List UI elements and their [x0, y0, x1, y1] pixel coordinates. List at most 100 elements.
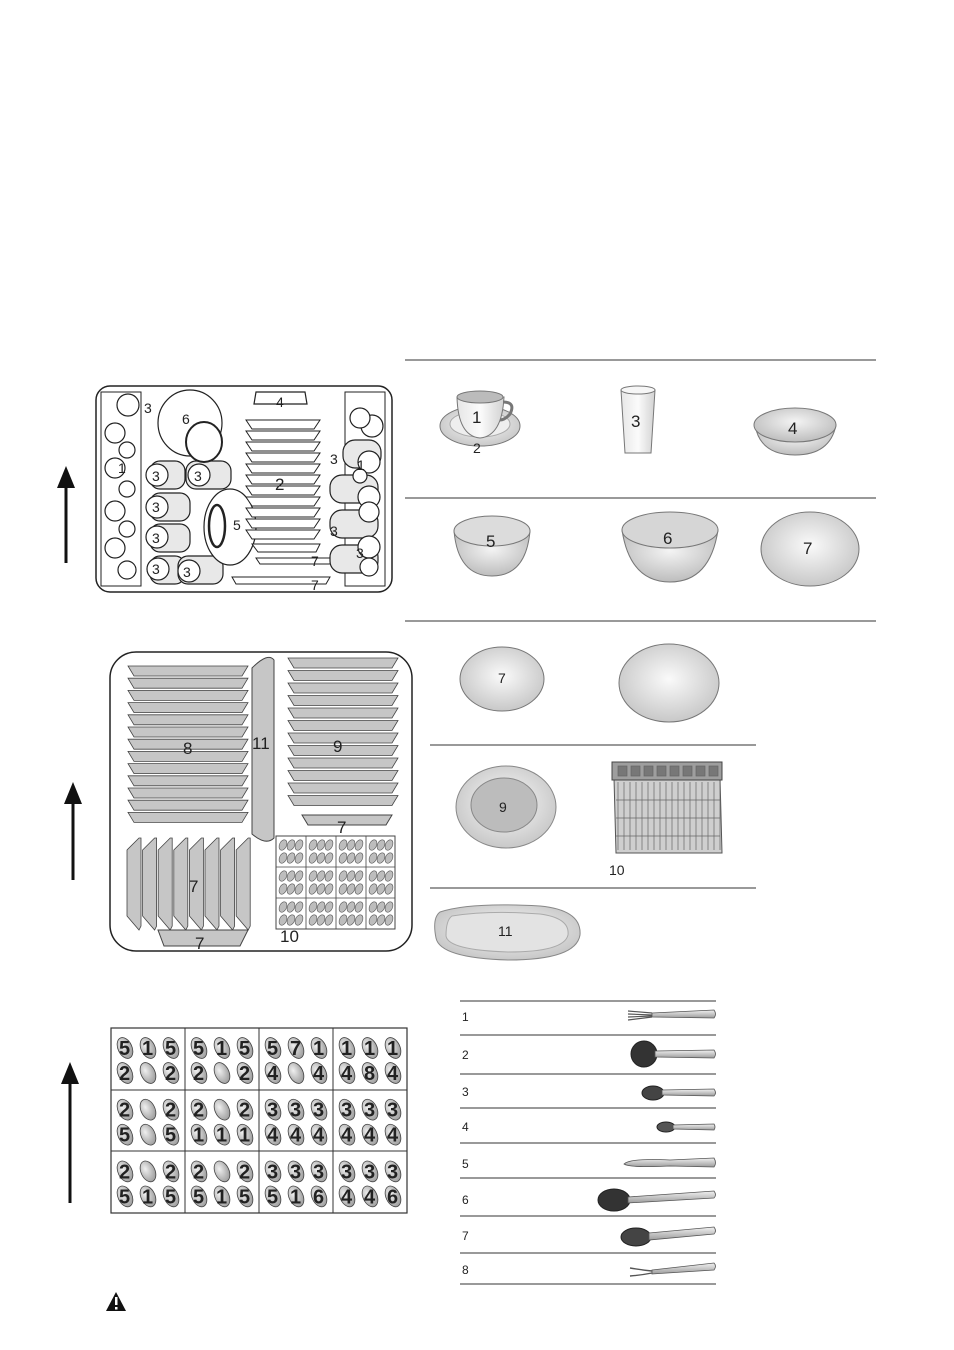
cutlery-slot-number: 4 — [341, 1125, 353, 1147]
plate-stack-item — [128, 764, 248, 774]
legend-number: 8 — [462, 1263, 469, 1277]
label-7: 7 — [195, 934, 204, 953]
cutlery-slot-number: 5 — [165, 1186, 176, 1208]
bowl-icon: 5 — [454, 516, 530, 576]
cutlery-slot-number: 3 — [341, 1100, 352, 1122]
item-number-7: 7 — [498, 670, 506, 686]
plate-stack-item — [128, 666, 248, 676]
label-5: 5 — [233, 517, 241, 533]
dessert-spoon-icon — [621, 1227, 716, 1246]
cutlery-slot-number: 2 — [239, 1100, 250, 1122]
cutlery-basket-icon: 10 — [609, 762, 722, 878]
basket-compartment — [670, 766, 679, 776]
item-number-4: 4 — [788, 419, 797, 438]
plate-stack-item — [288, 746, 398, 756]
item-number-6: 6 — [663, 529, 672, 548]
serving-fork-icon — [630, 1263, 716, 1276]
cutlery-slot-number: 1 — [142, 1186, 153, 1208]
cutlery-slot-number: 1 — [341, 1038, 352, 1060]
legend-number: 1 — [462, 1010, 469, 1024]
cutlery-slot-number: 4 — [313, 1063, 325, 1085]
label-6: 6 — [182, 411, 190, 427]
item-number-1: 1 — [472, 408, 481, 427]
label-3: 3 — [330, 451, 338, 467]
legend-number: 3 — [462, 1085, 469, 1099]
cutlery-slot-number: 4 — [267, 1125, 279, 1147]
cutlery-slot-number: 5 — [267, 1038, 278, 1060]
cutlery-slot-number: 5 — [267, 1186, 278, 1208]
cup-and-saucer-icon: 1 2 — [440, 391, 520, 456]
plate-stack-item — [288, 758, 398, 768]
warning-icon — [106, 1292, 126, 1311]
label-8: 8 — [183, 739, 192, 758]
label-3: 3 — [152, 499, 160, 515]
cutlery-slot-number: 5 — [239, 1186, 250, 1208]
plate-stack-item — [128, 800, 248, 810]
basket-compartment — [683, 766, 692, 776]
cutlery-slot-number: 5 — [119, 1186, 130, 1208]
cutlery-slot-number: 2 — [119, 1100, 130, 1122]
cutlery-slot-number: 1 — [364, 1038, 375, 1060]
cutlery-slot-number: 5 — [193, 1186, 204, 1208]
cutlery-slot-number: 3 — [313, 1100, 324, 1122]
cutlery-slot-number: 5 — [239, 1038, 250, 1060]
label-3: 3 — [183, 564, 191, 580]
legend-number: 6 — [462, 1193, 469, 1207]
cutlery-slot-number: 4 — [341, 1186, 353, 1208]
cutlery-slot-number: 1 — [290, 1186, 301, 1208]
plate-stack-item — [128, 703, 248, 713]
upright-plate-item — [127, 838, 141, 930]
cutlery-slot-number: 3 — [364, 1100, 375, 1122]
plate-stack-item — [288, 658, 398, 668]
arrow-up-icon — [64, 782, 82, 880]
label-7: 7 — [189, 877, 198, 896]
item-number-3: 3 — [631, 412, 640, 431]
cutlery-slot-number: 1 — [216, 1125, 227, 1147]
label-11: 11 — [252, 734, 270, 753]
serving-spoon-icon — [598, 1189, 716, 1211]
label-3: 3 — [194, 468, 202, 484]
ladle-icon — [631, 1041, 716, 1067]
label-7: 7 — [311, 577, 319, 593]
cutlery-slot-number: 4 — [267, 1063, 279, 1085]
cutlery-slot-number: 2 — [239, 1161, 250, 1183]
basket-compartment — [696, 766, 705, 776]
basket-compartment — [618, 766, 627, 776]
fork-icon — [628, 1010, 716, 1020]
plate-stack-item — [128, 690, 248, 700]
label-3: 3 — [144, 400, 152, 416]
plate-stack-item — [128, 812, 248, 822]
item-number-10: 10 — [609, 862, 625, 878]
cutlery-slot-number: 1 — [216, 1038, 227, 1060]
basket-compartment — [657, 766, 666, 776]
plate-stack-item — [288, 708, 398, 718]
arrow-up-icon — [57, 466, 75, 563]
label-3: 3 — [152, 468, 160, 484]
cutlery-slot-number: 4 — [313, 1125, 325, 1147]
item-number-11: 11 — [498, 923, 513, 939]
cutlery-slot-number: 4 — [364, 1125, 376, 1147]
label-3: 3 — [152, 530, 160, 546]
legend-number: 2 — [462, 1048, 469, 1062]
cutlery-legend: 1 2 3 4 5 6 7 8 — [460, 1001, 716, 1284]
cutlery-slot-number: 4 — [364, 1186, 376, 1208]
cutlery-slot-number: 1 — [239, 1125, 250, 1147]
cutlery-slot-number: 2 — [193, 1100, 204, 1122]
label-3: 3 — [330, 523, 338, 539]
cutlery-slot-number: 5 — [119, 1125, 130, 1147]
teaspoon-icon — [657, 1122, 715, 1132]
cutlery-slot-number: 6 — [313, 1186, 324, 1208]
item-number-9: 9 — [499, 799, 507, 815]
cutlery-slot-number: 5 — [119, 1038, 130, 1060]
plate-stack-item — [128, 727, 248, 737]
cutlery-slot-number: 2 — [165, 1161, 176, 1183]
arrow-up-icon — [61, 1062, 79, 1203]
soup-spoon-icon — [642, 1086, 716, 1100]
cutlery-slot-number: 3 — [341, 1161, 352, 1183]
label-1: 1 — [118, 460, 126, 476]
soup-plate-icon: 9 — [456, 766, 556, 848]
glass-icon: 3 — [621, 386, 655, 453]
upright-plate-item — [236, 838, 250, 930]
plate-stack-item — [128, 788, 248, 798]
upright-plate-item — [221, 838, 235, 930]
